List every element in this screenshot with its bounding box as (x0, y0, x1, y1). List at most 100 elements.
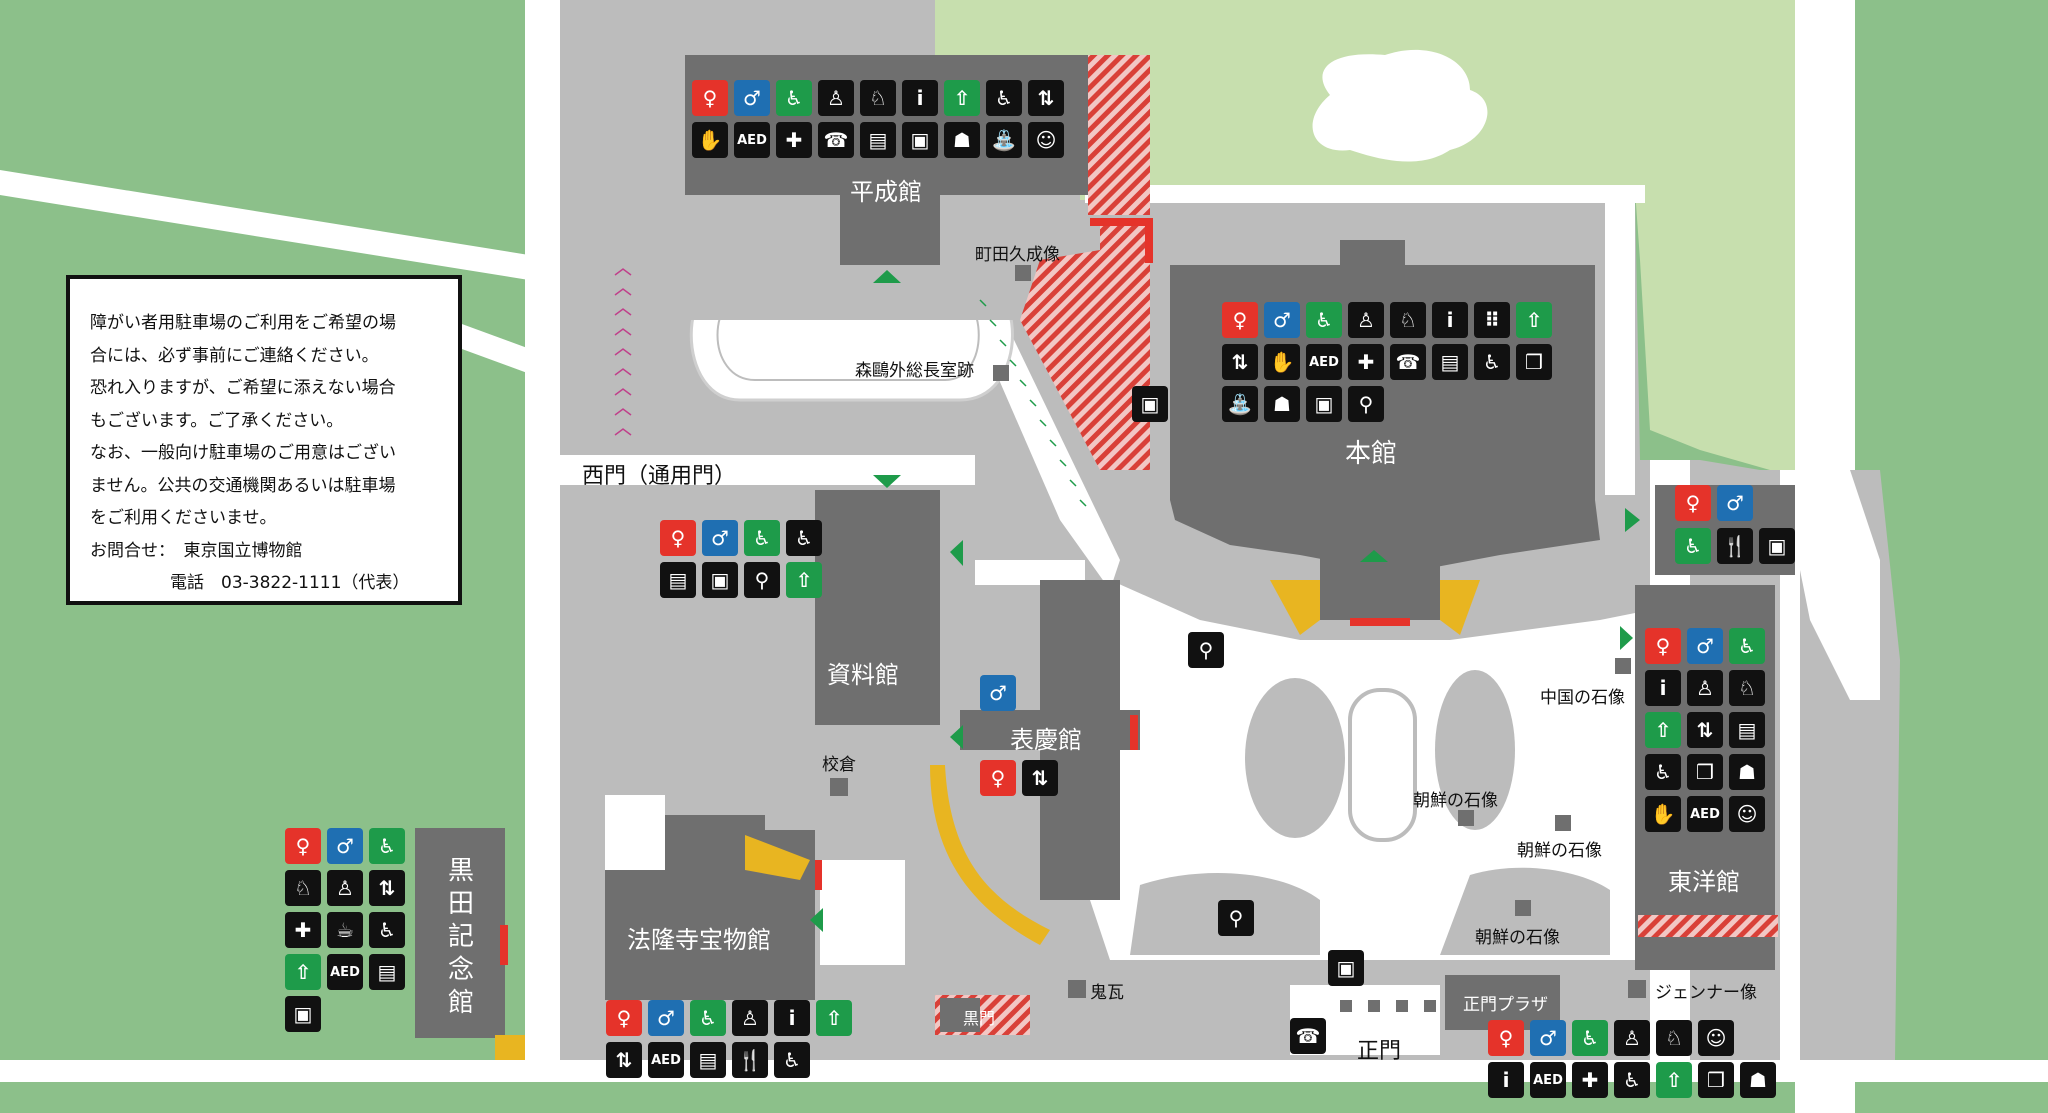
hyokei-wing (960, 710, 1140, 750)
heisei-red-bar-2 (1145, 218, 1153, 263)
kuromon-block (940, 998, 980, 1032)
heisei-icons-row2: ✋ AED ✚ ☎ ▤ ▣ ☗ ⛲ ☺ (692, 122, 1064, 158)
honkan-icons-row2: ⇅ ✋ AED ✚ ☎ ▤ ♿ ❒ (1222, 344, 1552, 380)
kuroda-icons-row2: ♘ ♙ ⇅ (285, 870, 405, 906)
accessible-restroom-icon: ♿ (744, 520, 780, 556)
horyuji-red-door (815, 860, 822, 890)
road-top-north (560, 140, 660, 200)
shiryo-label: 資料館 (827, 661, 899, 689)
road-west-vertical (525, 0, 560, 1060)
accessible-restroom-icon: ♿ (776, 80, 812, 116)
toyo-icons-row4: ♿ ❒ ☗ (1645, 754, 1765, 790)
restroom-male-icon: ♂ (1687, 628, 1723, 664)
black-gate-label: 黒門 (963, 1009, 996, 1028)
honkan-roof-step (1340, 240, 1405, 270)
machida-label: 町田久成像 (975, 245, 1060, 265)
emergency-exit-icon: ⇧ (1516, 302, 1552, 338)
drinking-fountain-icon: ⚲ (744, 562, 780, 598)
moriogai-label: 森鷗外総長室跡 (855, 361, 974, 381)
walkway-left-diagonal-1 (0, 170, 560, 285)
locker-icon: ▣ (1759, 528, 1795, 564)
horyuji-white-annex-2 (605, 795, 665, 870)
china-statue-label: 中国の石像 (1540, 688, 1625, 708)
nursing-room-icon: ☗ (1729, 754, 1765, 790)
guide-hand-icon: ✋ (1645, 796, 1681, 832)
notice-line: もございます。ご了承ください。 (90, 410, 344, 431)
aed-icon: AED (1687, 796, 1723, 832)
honkan-front-yellow-left (1270, 580, 1320, 635)
baby-changing-icon: ♙ (1687, 670, 1723, 706)
main-gate-label: 正門 (1357, 1039, 1402, 1064)
seimon-plaza-label: 正門プラザ (1463, 995, 1548, 1015)
notice-line: 障がい者用駐車場のご利用をご希望の場 (90, 313, 396, 333)
honkan-red-step (1350, 618, 1410, 626)
elevator-icon: ⇅ (1687, 712, 1723, 748)
wheelchair-icon: ♿ (986, 80, 1022, 116)
light-grass-right (1635, 190, 1815, 470)
aed-icon: AED (1306, 344, 1342, 380)
baby-changing-icon: ♙ (818, 80, 854, 116)
gate-post-4 (1424, 1000, 1436, 1012)
toyo-icons-row5: ✋ AED ☺ (1645, 796, 1765, 832)
restroom-male-icon: ♂ (327, 828, 363, 864)
arrow-shiryo-side (950, 540, 963, 566)
drinking-fountain-icon: ⚲ (1348, 386, 1384, 422)
baby-changing-icon: ♙ (1348, 302, 1384, 338)
elevator-icon: ⇅ (369, 870, 405, 906)
coin-locker-icon: ▤ (1729, 712, 1765, 748)
shiryo-icons-row1: ♀ ♂ ♿ ♿ (660, 520, 822, 556)
telephone-icon: ☎ (818, 122, 854, 158)
heisei-entrance-block (840, 195, 940, 265)
diaper-changing-icon: ♘ (285, 870, 321, 906)
diaper-changing-icon: ♘ (860, 80, 896, 116)
aed-icon: AED (648, 1042, 684, 1078)
toyo-icons-row3: ⇧ ⇅ ▤ (1645, 712, 1765, 748)
cafe-icon: ☕ (327, 912, 363, 948)
aed-icon: AED (327, 954, 363, 990)
information-icon: i (902, 80, 938, 116)
baby-changing-icon: ♙ (732, 1000, 768, 1036)
first-aid-icon: ✚ (1348, 344, 1384, 380)
diaper-changing-icon: ♘ (1390, 302, 1426, 338)
jenner-label: ジェンナー像 (1655, 983, 1757, 1003)
heisei-hatch (1088, 55, 1150, 215)
restroom-male-icon: ♂ (702, 520, 738, 556)
accessible-restroom-icon: ♿ (1306, 302, 1342, 338)
braille-icon: ⠿ (1474, 302, 1510, 338)
accessible-restroom-icon: ♿ (690, 1000, 726, 1036)
honkan-label: 本館 (1345, 439, 1398, 469)
gift-shop-icon: ❒ (1698, 1062, 1734, 1098)
coin-locker-icon: ▤ (690, 1042, 726, 1078)
horyuji-icons-row1: ♀ ♂ ♿ ♙ i ⇧ (606, 1000, 852, 1036)
horyuji-yellow (745, 835, 810, 880)
baby-changing-icon: ♙ (1614, 1020, 1650, 1056)
baby-changing-icon: ♙ (327, 870, 363, 906)
marker-kogura (830, 778, 848, 796)
restroom-male-icon: ♂ (1264, 302, 1300, 338)
notice-line: ません。公共の交通機関あるいは駐車場 (90, 475, 396, 496)
drinking-fountain-icon: ⚲ (1188, 632, 1224, 668)
information-icon: i (1488, 1062, 1524, 1098)
gift-shop-icon: ❒ (1687, 754, 1723, 790)
restroom-female-icon: ♀ (1645, 628, 1681, 664)
main-gate-icons-row1: ♀ ♂ ♿ ♙ ♘ ☺ (1488, 1020, 1734, 1056)
arrow-horyuji-side (810, 908, 823, 932)
restroom-female-icon: ♀ (606, 1000, 642, 1036)
honkan-entrance-block (1320, 540, 1440, 620)
restroom-male-icon: ♂ (1530, 1020, 1566, 1056)
water-fountain-icon: ⛲ (986, 122, 1022, 158)
arrow-toyo-side (1620, 626, 1633, 650)
information-icon: i (1432, 302, 1468, 338)
road-north-horizontal (1085, 185, 1645, 203)
marker-china-statue (1615, 658, 1631, 674)
accessible-restroom-icon: ♿ (369, 828, 405, 864)
korea-statue-1-label: 朝鮮の石像 (1413, 791, 1498, 811)
nursing-room-icon: ☗ (1740, 1062, 1776, 1098)
locker-icon: ▣ (1306, 386, 1342, 422)
marker-moriogai (993, 365, 1009, 381)
emergency-exit-icon: ⇧ (285, 954, 321, 990)
marker-korea-3 (1515, 900, 1531, 916)
honkan-front-yellow-right (1440, 580, 1480, 635)
shiryo-building (815, 490, 940, 725)
west-path-chevrons (614, 268, 632, 436)
